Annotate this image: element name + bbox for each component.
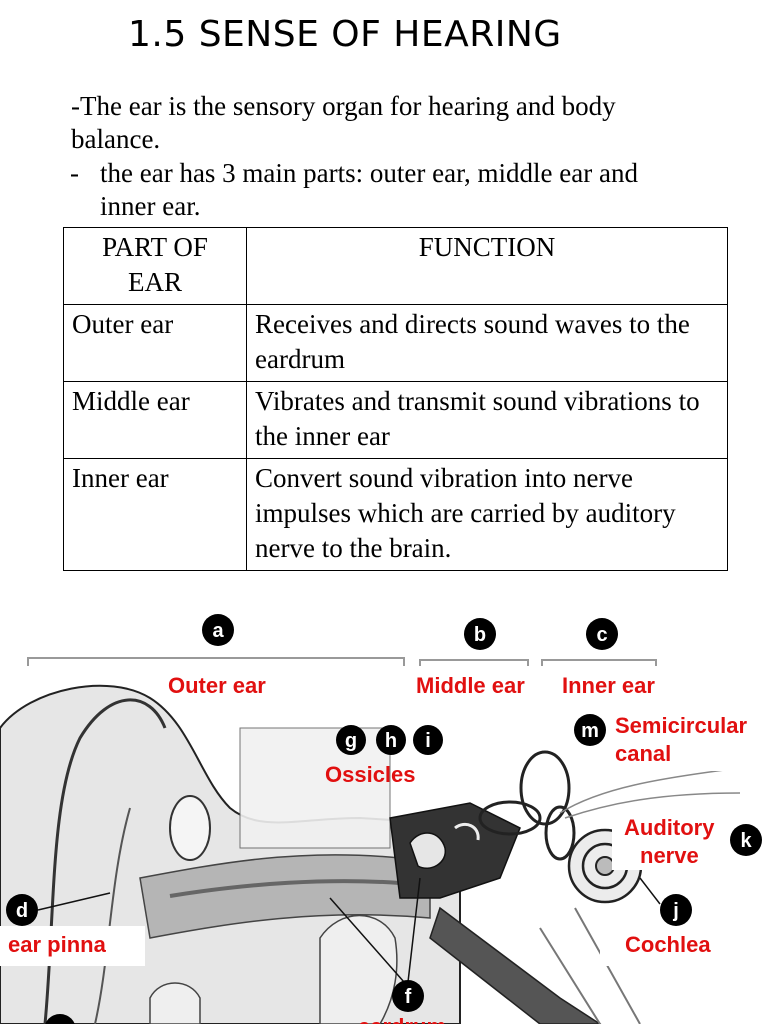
badge-g: g — [336, 725, 366, 755]
badge-d: d — [6, 894, 38, 926]
label-middle-ear: Middle ear — [416, 673, 525, 698]
table-header-row: PART OF EAR FUNCTION — [64, 228, 728, 305]
intro-line-1: -The ear is the sensory organ for hearin… — [71, 90, 671, 156]
header-function: FUNCTION — [247, 228, 728, 305]
svg-text:b: b — [474, 624, 486, 646]
svg-text:a: a — [212, 620, 224, 642]
leader-j — [640, 878, 660, 904]
row-function: Vibrates and transmit sound vibrations t… — [247, 382, 728, 459]
svg-text:m: m — [581, 720, 599, 742]
row-part: Outer ear — [64, 305, 247, 382]
svg-text:h: h — [385, 730, 397, 752]
bracket-middle — [420, 660, 528, 666]
svg-text:i: i — [425, 730, 431, 752]
svg-text:d: d — [16, 900, 28, 922]
bullet-dash: - — [70, 157, 79, 190]
label-auditory: Auditory — [624, 815, 715, 840]
table-row: Inner ear Convert sound vibration into n… — [64, 459, 728, 571]
row-part: Inner ear — [64, 459, 247, 571]
badge-i: i — [413, 725, 443, 755]
ear-parts-table: PART OF EAR FUNCTION Outer ear Receives … — [63, 227, 728, 571]
label-canal: canal — [615, 741, 671, 766]
label-cochlea: Cochlea — [625, 932, 711, 957]
badge-a: a — [202, 614, 234, 646]
svg-text:f: f — [405, 986, 412, 1008]
table-row: Middle ear Vibrates and transmit sound v… — [64, 382, 728, 459]
label-outer-ear: Outer ear — [168, 673, 266, 698]
row-function: Convert sound vibration into nerve impul… — [247, 459, 728, 571]
table-row: Outer ear Receives and directs sound wav… — [64, 305, 728, 382]
badge-f: f — [392, 980, 424, 1012]
label-nerve: nerve — [640, 843, 699, 868]
badge-k: k — [730, 824, 762, 856]
svg-text:k: k — [740, 830, 752, 852]
badge-m: m — [574, 714, 606, 746]
label-ear-pinna: ear pinna — [8, 932, 107, 957]
label-ossicles: Ossicles — [325, 762, 416, 787]
badge-h: h — [376, 725, 406, 755]
svg-text:g: g — [345, 730, 357, 752]
ear-diagram: a b c g h i m k d j f Outer ear Middle e… — [0, 578, 768, 1024]
row-part: Middle ear — [64, 382, 247, 459]
label-eardrum: eardrum — [358, 1014, 446, 1024]
bracket-inner — [542, 660, 656, 666]
bracket-outer — [28, 658, 404, 666]
label-semicircular: Semicircular — [615, 713, 748, 738]
row-function: Receives and directs sound waves to the … — [247, 305, 728, 382]
badge-b: b — [464, 618, 496, 650]
badge-c: c — [586, 618, 618, 650]
intro-line-2: the ear has 3 main parts: outer ear, mid… — [100, 157, 680, 223]
header-part: PART OF EAR — [64, 228, 247, 305]
svg-text:j: j — [672, 900, 679, 922]
svg-text:c: c — [596, 624, 607, 646]
page-title: 1.5 SENSE OF HEARING — [128, 14, 562, 55]
badge-j: j — [660, 894, 692, 926]
label-inner-ear: Inner ear — [562, 673, 655, 698]
